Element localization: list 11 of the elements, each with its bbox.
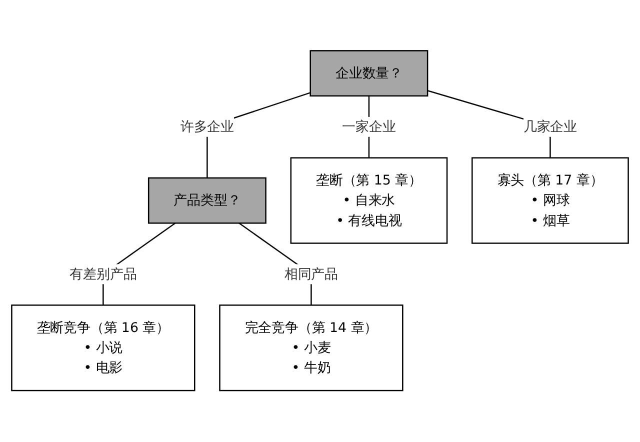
edge-label: 几家企业 <box>523 118 577 135</box>
node-box: 寡头（第 17 章） • 网球 • 烟草 <box>472 158 629 244</box>
edge-label: 一家企业 <box>342 118 396 135</box>
node-box: 企业数量？ <box>310 50 428 97</box>
edge-label: 有差别产品 <box>70 266 137 282</box>
node-box: 垄断（第 15 章） • 自来水 • 有线电视 <box>290 158 448 244</box>
node-box: 完全竞争（第 14 章） • 小麦 • 牛奶 <box>219 304 404 392</box>
node-box: 垄断竞争（第 16 章） • 小说 • 电影 <box>11 304 196 392</box>
node-box: 产品类型？ <box>148 178 266 224</box>
edge-label: 许多企业 <box>180 118 234 135</box>
edge-label: 相同产品 <box>284 266 338 282</box>
